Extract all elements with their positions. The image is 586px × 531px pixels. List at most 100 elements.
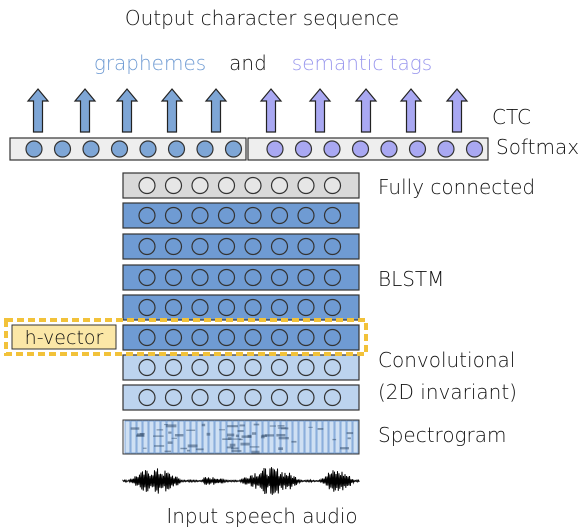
- neuron: [164, 298, 183, 317]
- neuron: [191, 298, 209, 317]
- spectrogram-energy: [154, 445, 165, 447]
- neuron: [191, 268, 209, 287]
- neuron: [164, 388, 183, 407]
- convolutional-label: Convolutional: [378, 348, 515, 372]
- neuron: [196, 140, 214, 158]
- convolutional-subtitle-label: (2D invariant): [378, 380, 517, 404]
- spectrogram-energy: [237, 430, 244, 433]
- output-sequence-title: Output character sequence: [125, 6, 399, 30]
- spectrogram-energy: [156, 429, 164, 431]
- convolutional-layer: [122, 354, 360, 381]
- spectrogram-energy: [171, 437, 177, 439]
- neuron: [138, 176, 156, 195]
- blstm-label: BLSTM: [378, 267, 444, 291]
- neuron: [270, 388, 289, 407]
- spectrogram-energy: [249, 446, 260, 448]
- neuron: [297, 268, 315, 287]
- spectrogram-frame-strip: [142, 420, 149, 454]
- grapheme-arrow: [73, 88, 97, 133]
- spectrogram-energy: [235, 434, 239, 438]
- spectrogram-energy: [180, 447, 188, 450]
- spectrogram-energy: [346, 432, 354, 435]
- semantic-tag-arrow: [399, 88, 423, 133]
- network-layers: [9, 137, 489, 411]
- neuron: [164, 206, 183, 225]
- neuron: [53, 140, 72, 158]
- spectrogram-energy: [230, 447, 239, 450]
- spectrogram-frame-strip: [352, 420, 359, 454]
- convolutional-layer-box: [122, 354, 360, 381]
- neuron: [297, 176, 315, 195]
- blstm-layer: [122, 264, 360, 291]
- spectrogram-frame-strip: [346, 420, 353, 454]
- neuron: [217, 388, 236, 407]
- graphemes-label: graphemes: [94, 51, 206, 75]
- neuron: [244, 328, 262, 347]
- spectrogram-frame-strip: [220, 420, 227, 454]
- neuron: [244, 298, 262, 317]
- spectrogram-energy: [264, 434, 274, 437]
- spectrogram-energy: [240, 442, 250, 446]
- spectrogram-energy: [195, 448, 204, 451]
- grapheme-arrow: [26, 88, 50, 133]
- spectrogram-frame-strip: [166, 420, 173, 454]
- spectrogram-energy: [153, 435, 164, 437]
- fully-connected-label: Fully connected: [378, 175, 535, 199]
- semantic-tag-arrow: [445, 88, 469, 133]
- spectrogram-energy: [206, 432, 211, 436]
- neuron: [164, 176, 183, 195]
- spectrogram-frame-strip: [124, 420, 131, 454]
- neuron: [217, 268, 236, 287]
- spectrogram-frame-strip: [250, 420, 257, 454]
- spectrogram-energy: [222, 438, 231, 440]
- neuron: [164, 237, 183, 256]
- neuron: [244, 268, 262, 287]
- spectrogram-energy: [229, 443, 236, 447]
- grapheme-arrow: [204, 88, 228, 133]
- neuron: [138, 328, 156, 347]
- spectrogram-energy: [164, 450, 172, 453]
- blstm-layer-box: [122, 294, 360, 321]
- spectrogram-energy: [142, 447, 147, 449]
- neuron: [25, 140, 43, 158]
- spectrogram-frame-strip: [190, 420, 197, 454]
- spectrogram-energy: [278, 447, 284, 451]
- spectrogram-energy: [168, 431, 172, 434]
- softmax-graphemes-layer: [9, 137, 247, 161]
- neuron: [270, 237, 289, 256]
- spectrogram-energy: [241, 435, 252, 438]
- spectrogram-frame-strip: [136, 420, 143, 454]
- neuron: [294, 140, 313, 158]
- neuron: [224, 140, 243, 158]
- neuron: [270, 298, 289, 317]
- neuron: [351, 140, 370, 158]
- neuron: [191, 176, 209, 195]
- spectrogram-energy: [332, 438, 337, 441]
- neuron: [323, 140, 341, 158]
- spectrogram-frame-strip: [322, 420, 329, 454]
- spectrogram-energy: [186, 429, 196, 431]
- spectrogram-frame-strip: [196, 420, 203, 454]
- neuron: [266, 140, 284, 158]
- spectrogram-energy: [260, 435, 265, 439]
- spectrogram-energy: [347, 437, 351, 440]
- spectrogram-energy: [164, 424, 168, 426]
- grapheme-arrow: [115, 88, 139, 133]
- neuron: [217, 206, 236, 225]
- and-label: and: [229, 51, 267, 75]
- neuron: [217, 328, 236, 347]
- spectrogram-frame-strip: [160, 420, 167, 454]
- neuron: [138, 358, 156, 377]
- neuron: [297, 298, 315, 317]
- neuron: [323, 268, 342, 287]
- neuron: [323, 298, 342, 317]
- fully-connected-layer: [122, 172, 360, 199]
- spectrogram-energy: [277, 427, 287, 429]
- spectrogram-energy: [253, 423, 260, 426]
- spectrogram-energy: [340, 447, 350, 450]
- spectrogram-frame-strip: [214, 420, 221, 454]
- spectrogram-energy: [308, 426, 313, 428]
- spectrogram-frame-strip: [172, 420, 179, 454]
- spectrogram-energy: [167, 441, 173, 444]
- ctc-label: CTC: [492, 105, 531, 129]
